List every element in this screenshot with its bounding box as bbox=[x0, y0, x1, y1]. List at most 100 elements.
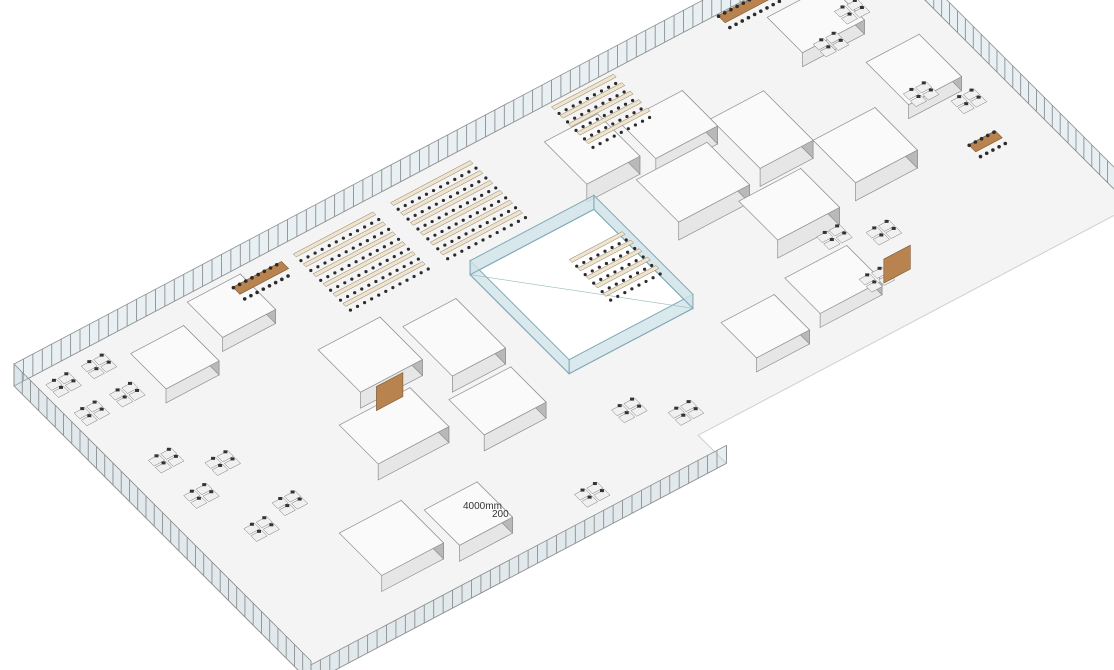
wall-top-room bbox=[423, 481, 514, 546]
chair bbox=[474, 166, 478, 170]
chair bbox=[249, 293, 253, 298]
chair bbox=[582, 137, 587, 141]
training-desk-row-c bbox=[584, 107, 652, 149]
desk-top bbox=[312, 231, 396, 278]
chair bbox=[450, 239, 454, 243]
chair bbox=[609, 298, 613, 302]
chair bbox=[268, 266, 273, 270]
chair bbox=[461, 218, 465, 222]
chair bbox=[381, 276, 385, 280]
monitor bbox=[865, 273, 870, 277]
chair bbox=[273, 280, 278, 285]
chair bbox=[426, 237, 430, 241]
chair bbox=[611, 258, 616, 262]
chair bbox=[423, 223, 427, 227]
chair bbox=[419, 271, 423, 275]
monitor bbox=[819, 38, 824, 42]
chair bbox=[506, 209, 511, 214]
chair bbox=[406, 247, 411, 251]
monitor bbox=[173, 454, 178, 458]
chair bbox=[396, 207, 400, 211]
toilet-core-south bbox=[423, 481, 514, 562]
workstation-pod-13 bbox=[950, 88, 988, 115]
monitor bbox=[686, 400, 691, 404]
chair bbox=[617, 242, 621, 246]
chair bbox=[451, 208, 455, 212]
desk-top bbox=[292, 211, 377, 258]
monitor bbox=[218, 463, 223, 467]
monitor bbox=[909, 87, 914, 91]
room-partitions bbox=[130, 0, 963, 593]
monitor bbox=[969, 88, 974, 92]
chair bbox=[431, 188, 436, 193]
chair bbox=[378, 262, 382, 266]
desk-top bbox=[567, 90, 634, 128]
chair bbox=[604, 126, 608, 130]
chair bbox=[984, 151, 989, 156]
wall-top-room bbox=[865, 33, 963, 106]
chair bbox=[357, 273, 361, 277]
chair bbox=[632, 111, 636, 115]
meeting-room-southeast bbox=[720, 293, 811, 373]
chair bbox=[470, 183, 474, 188]
chair bbox=[316, 265, 320, 269]
chair bbox=[446, 181, 450, 185]
wall-top-room bbox=[720, 294, 811, 359]
desk-top bbox=[602, 265, 660, 297]
boardroom-table-north bbox=[716, 0, 782, 30]
chair bbox=[468, 214, 472, 219]
chair bbox=[626, 127, 630, 131]
chair bbox=[424, 192, 429, 196]
chair bbox=[734, 22, 738, 27]
training-desk-row-d bbox=[568, 231, 628, 268]
chair bbox=[771, 2, 775, 7]
chair bbox=[416, 257, 420, 261]
training-desk-row-d bbox=[594, 256, 654, 294]
chair bbox=[606, 274, 610, 278]
boardroom-table-west bbox=[231, 261, 290, 301]
monitor bbox=[580, 488, 585, 492]
chair bbox=[261, 287, 266, 291]
monitor bbox=[262, 516, 267, 520]
monitor bbox=[278, 497, 283, 501]
chair bbox=[330, 257, 334, 261]
glass-panel bbox=[924, 0, 1114, 190]
chair bbox=[598, 142, 602, 146]
monitor bbox=[916, 94, 921, 98]
chair bbox=[608, 97, 612, 102]
dimension-label-4000mm: 4000mm bbox=[463, 501, 502, 512]
chair bbox=[395, 268, 399, 272]
chair bbox=[571, 104, 575, 108]
wood-feature-wall-1 bbox=[376, 372, 404, 412]
workstation-pod-15 bbox=[865, 219, 903, 246]
chair bbox=[358, 242, 362, 246]
monitor bbox=[209, 490, 214, 494]
wall-top-room bbox=[130, 325, 220, 390]
room-core-right-c bbox=[635, 141, 751, 241]
monitor bbox=[297, 497, 302, 501]
chair bbox=[398, 282, 402, 286]
chair bbox=[607, 286, 611, 290]
chair bbox=[327, 244, 331, 248]
chair bbox=[609, 110, 613, 114]
chair bbox=[441, 198, 446, 203]
wall-top-room bbox=[543, 113, 641, 185]
chair bbox=[274, 262, 279, 267]
chair bbox=[437, 216, 441, 220]
wall-top-room bbox=[402, 298, 507, 377]
office-east bbox=[865, 33, 963, 120]
monitor bbox=[285, 504, 290, 508]
chair bbox=[333, 271, 337, 275]
chair bbox=[372, 235, 377, 239]
monitor bbox=[161, 461, 166, 465]
chair bbox=[446, 257, 450, 261]
desk-top bbox=[594, 256, 651, 289]
desk-top bbox=[568, 231, 626, 263]
chair bbox=[471, 228, 475, 232]
chair bbox=[426, 267, 430, 271]
chair bbox=[604, 261, 609, 266]
chair bbox=[606, 85, 611, 89]
chair bbox=[513, 206, 518, 210]
desk-top bbox=[302, 221, 387, 268]
wall-top-room bbox=[317, 316, 423, 393]
